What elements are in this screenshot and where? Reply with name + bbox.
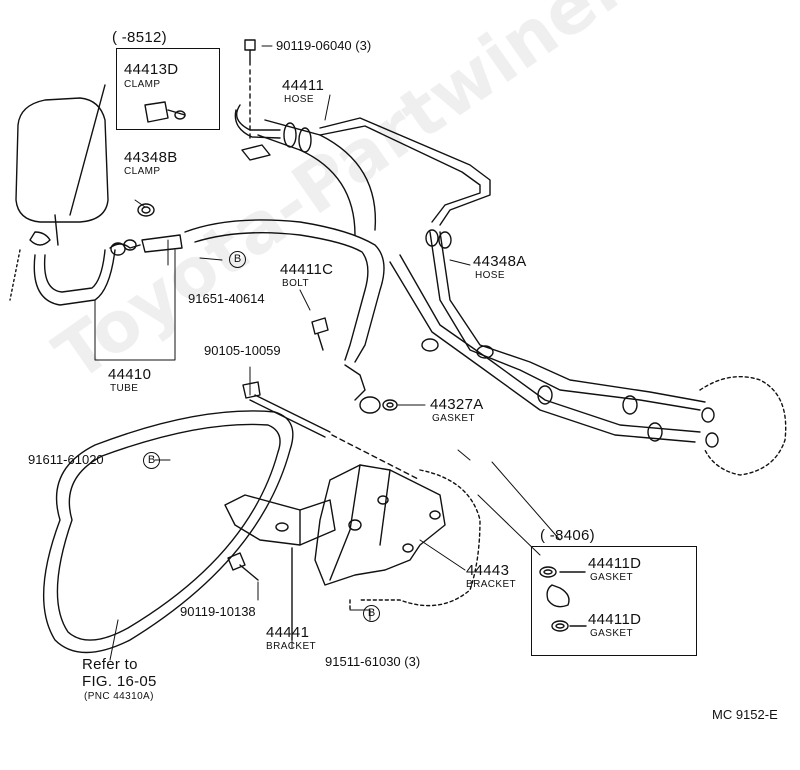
inset-range-top: ( -8512) bbox=[112, 29, 167, 46]
inset-range-right: ( -8406) bbox=[540, 527, 595, 544]
bracket-44441 bbox=[224, 494, 336, 641]
return-tube bbox=[33, 234, 183, 306]
part-name-44441: BRACKET bbox=[266, 641, 317, 652]
part-number-44348A: 44348A bbox=[473, 253, 527, 270]
bubble-b-91611: B bbox=[143, 452, 160, 469]
clamp-44348B bbox=[137, 203, 155, 217]
fastener-90105-10059: 90105-10059 bbox=[204, 343, 281, 358]
inset-box-top bbox=[116, 48, 220, 130]
figure-code: MC 9152-E bbox=[712, 707, 778, 722]
fastener-90119-10138: 90119-10138 bbox=[180, 604, 256, 619]
fastener-91511-61030: 91511-61030 (3) bbox=[325, 654, 421, 669]
part-number-44411D-b: 44411D bbox=[588, 611, 642, 628]
part-name-44410: TUBE bbox=[110, 383, 139, 394]
part-name-44348B: CLAMP bbox=[124, 166, 161, 177]
fastener-91651-40614: 91651-40614 bbox=[188, 291, 265, 306]
part-number-44348B: 44348B bbox=[124, 149, 178, 166]
part-name-44327A: GASKET bbox=[432, 413, 475, 424]
bolt-90119-10138 bbox=[227, 552, 259, 581]
drive-belt bbox=[43, 410, 294, 654]
gasket-44327A bbox=[382, 399, 398, 411]
fastener-90119-06040: 90119-06040 (3) bbox=[276, 38, 372, 53]
part-number-44411: 44411 bbox=[282, 77, 325, 94]
part-name-44413D: CLAMP bbox=[124, 79, 161, 90]
bracket-44443 bbox=[314, 464, 446, 586]
bubble-b-91511: B bbox=[363, 605, 380, 622]
pressure-lines bbox=[234, 104, 719, 448]
inset-box-right bbox=[531, 546, 697, 656]
bolt-90119-06040 bbox=[241, 39, 271, 161]
bubble-b-91651: B bbox=[229, 251, 246, 268]
part-number-44441: 44441 bbox=[266, 624, 310, 641]
part-name-44411C: BOLT bbox=[282, 278, 309, 289]
steering-gear bbox=[699, 375, 787, 476]
part-number-44410: 44410 bbox=[108, 366, 152, 383]
refer-note-line3: (PNC 44310A) bbox=[84, 691, 154, 702]
bolt-90105-10059 bbox=[242, 381, 421, 481]
bolt-44411C bbox=[311, 317, 329, 351]
inset-gasket-drawings bbox=[539, 566, 587, 632]
reservoir-tank bbox=[9, 84, 109, 301]
part-name-44411: HOSE bbox=[284, 94, 314, 105]
refer-note-line2: FIG. 16-05 bbox=[82, 673, 157, 690]
refer-note-line1: Refer to bbox=[82, 656, 138, 673]
fastener-91611-61020: 91611-61020 bbox=[28, 452, 104, 467]
part-number-44443: 44443 bbox=[466, 562, 510, 579]
part-number-44411C: 44411C bbox=[280, 261, 334, 278]
hose-44411 bbox=[184, 119, 385, 414]
part-name-44348A: HOSE bbox=[475, 270, 505, 281]
part-name-44443: BRACKET bbox=[466, 579, 517, 590]
part-name-44411D-b: GASKET bbox=[590, 628, 633, 639]
inset-clamp-drawing bbox=[144, 101, 186, 123]
part-number-44413D: 44413D bbox=[124, 61, 179, 78]
part-number-44411D-a: 44411D bbox=[588, 555, 642, 572]
engine-outline bbox=[349, 469, 481, 611]
part-name-44411D-a: GASKET bbox=[590, 572, 633, 583]
part-number-44327A: 44327A bbox=[430, 396, 484, 413]
